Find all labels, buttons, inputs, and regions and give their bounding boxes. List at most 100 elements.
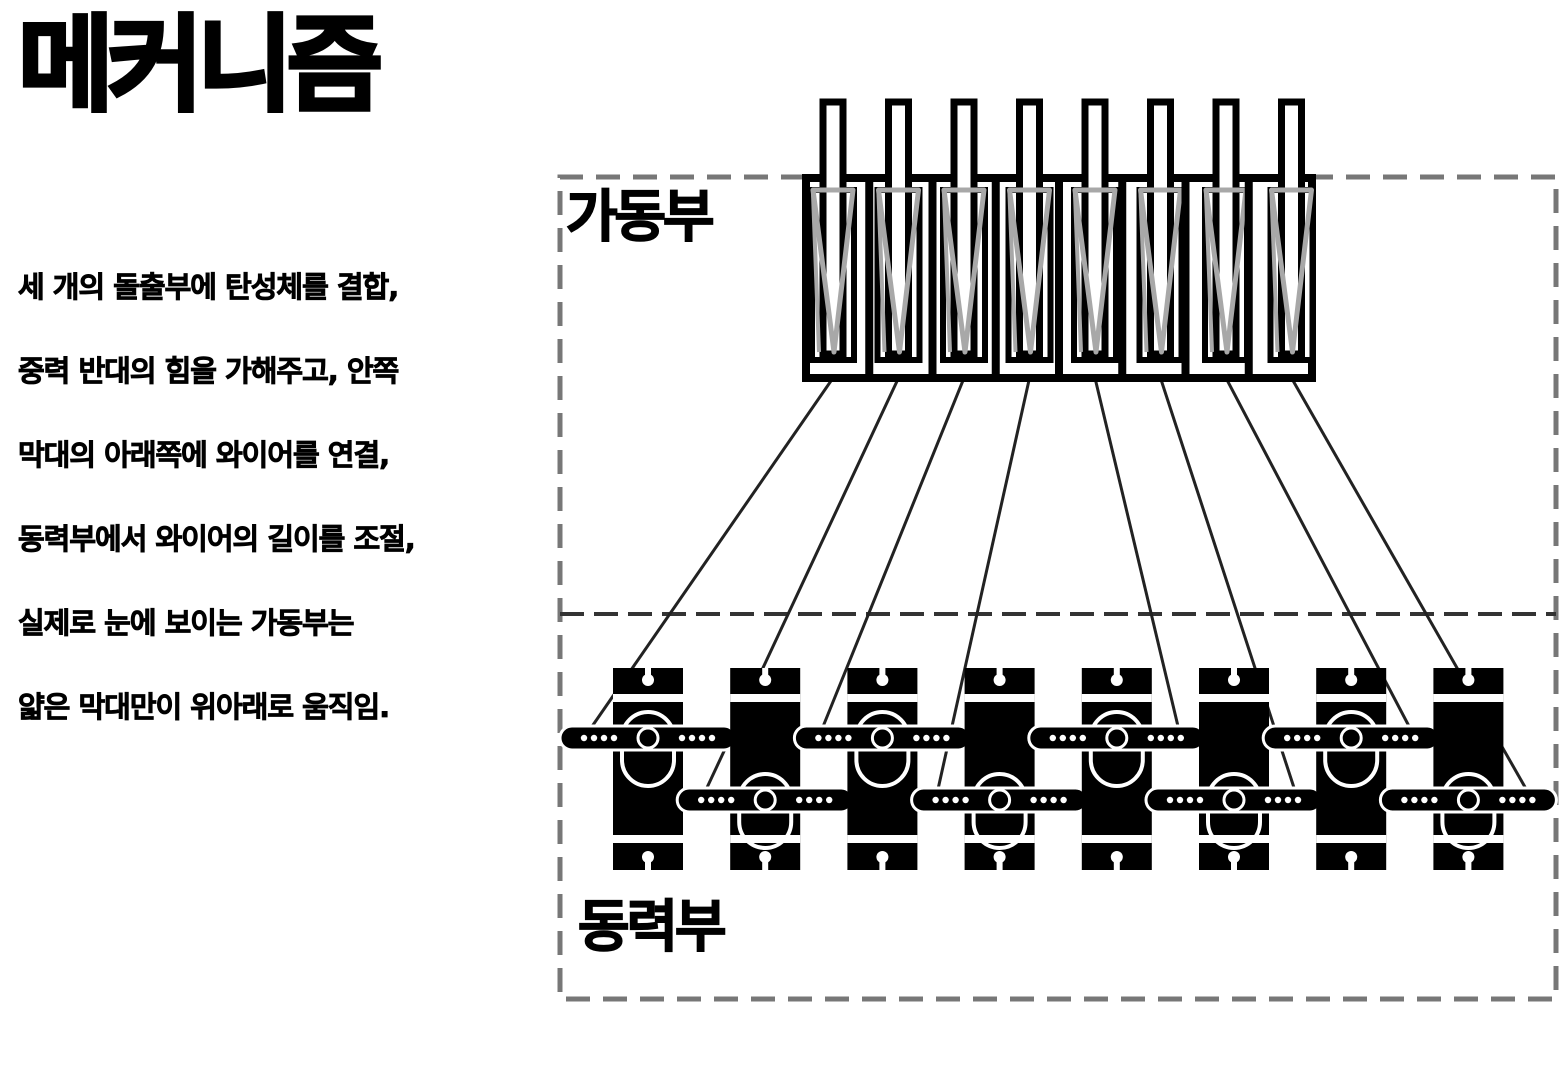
wire: [1093, 377, 1183, 739]
horn-hole: [1411, 796, 1418, 804]
mount-slot: [762, 668, 769, 680]
description-line: 동력부에서 와이어의 길이를 조절,: [18, 522, 417, 557]
horn-hole: [728, 796, 735, 804]
description-list: 세 개의 돌출부에 탄성체를 결합, 중력 반대의 힘을 가해주고, 안쪽 막대…: [18, 262, 417, 766]
horn-hole: [962, 796, 969, 804]
horn-hole: [1157, 734, 1165, 742]
mount-slot: [1231, 857, 1237, 870]
horn-hub: [1222, 788, 1246, 812]
horn-hole: [923, 734, 930, 742]
mount-slot: [996, 857, 1003, 870]
servo-gear-outline: [737, 772, 794, 850]
servo-flange: [964, 694, 1035, 702]
elastic-band: [1203, 187, 1249, 355]
horn-hole: [718, 796, 725, 804]
servo-row: [558, 668, 1558, 870]
mount-slot: [1113, 668, 1120, 680]
servo-unit: [1378, 668, 1558, 870]
servo-gear-outline: [971, 772, 1028, 850]
elastic-side: [1007, 193, 1018, 353]
servo-flange: [1433, 694, 1504, 702]
servo-gear-outline: [1323, 710, 1380, 788]
servo-flange: [1081, 835, 1152, 843]
servo-unit: [558, 668, 738, 870]
horn-hole: [1421, 796, 1428, 804]
horn-hole: [1529, 796, 1536, 804]
horn-hole: [835, 734, 842, 742]
horn-hole: [678, 734, 686, 742]
horn-hole: [1196, 796, 1204, 804]
horn-hole: [1412, 734, 1419, 742]
servo-flange: [964, 835, 1035, 843]
horn-hub: [1339, 726, 1363, 750]
horn-hole: [698, 734, 706, 742]
elastic-side: [1204, 193, 1214, 353]
horn-hole: [1499, 796, 1506, 804]
servo-flange: [1199, 694, 1269, 702]
servo-gear-outline: [1088, 710, 1145, 788]
mount-slot: [762, 857, 769, 870]
horn-hub: [1456, 788, 1480, 812]
servo-flange: [613, 694, 683, 702]
servo-flange: [1316, 694, 1387, 702]
elastic-band: [941, 187, 987, 355]
servo-gear-outline: [1440, 772, 1497, 850]
rod-unit: [928, 98, 988, 378]
horn-hole: [1147, 734, 1155, 742]
servo-flange: [1316, 835, 1387, 843]
servo-gear-outline: [1206, 772, 1262, 850]
description-line: 막대의 아래쪽에 와이어를 연결,: [18, 438, 391, 473]
horn-hole: [1402, 734, 1409, 742]
mount-slot: [879, 668, 886, 680]
mount-slot: [1465, 857, 1472, 870]
horn-hole: [826, 796, 833, 804]
elastic-side: [1138, 193, 1149, 353]
horn-hole: [1294, 796, 1302, 804]
horn-hole: [688, 734, 696, 742]
horn-hole: [952, 796, 959, 804]
horn-hole: [913, 734, 920, 742]
servo-unit: [910, 668, 1090, 870]
rod-unit: [1055, 98, 1119, 378]
servo-flange: [1199, 835, 1269, 843]
horn-hole: [1304, 734, 1311, 742]
elastic-band: [876, 187, 921, 355]
horn-hole: [1069, 734, 1077, 742]
elastic-side: [876, 193, 887, 353]
mount-slot: [645, 668, 651, 680]
elastic-band: [1269, 187, 1314, 355]
servo-flange: [1433, 835, 1504, 843]
horn-hole: [1284, 734, 1291, 742]
horn-hole: [1040, 796, 1047, 804]
servo-flange: [1081, 694, 1152, 702]
mount-slot: [1113, 857, 1120, 870]
horn-hole: [796, 796, 803, 804]
movable-part-label: 가동부: [566, 185, 713, 250]
servo-unit: [675, 668, 855, 870]
horn-hole: [1186, 796, 1194, 804]
horn-hole: [1167, 734, 1175, 742]
horn-hole: [1274, 796, 1282, 804]
horn-hole: [815, 734, 822, 742]
horn-hole: [1264, 796, 1272, 804]
servo-unit: [1261, 668, 1441, 870]
mount-slot: [1465, 668, 1472, 680]
elastic-band: [1072, 187, 1118, 355]
horn-hole: [1166, 796, 1174, 804]
power-part-label: 동력부: [578, 895, 725, 960]
description-line: 세 개의 돌출부에 탄성체를 결합,: [18, 270, 400, 305]
description-line: 얇은 막대만이 위아래로 움직임.: [18, 690, 391, 725]
horn-hole: [1060, 796, 1067, 804]
servo-gear-outline: [620, 710, 676, 788]
servo-flange: [847, 694, 918, 702]
horn-hole: [1049, 734, 1057, 742]
mount-slot: [1348, 857, 1355, 870]
horn-hole: [825, 734, 832, 742]
horn-hub: [636, 726, 660, 750]
elastic-side: [811, 193, 821, 353]
horn-hub: [753, 788, 777, 812]
horn-hole: [580, 734, 588, 742]
mount-slot: [1231, 668, 1237, 680]
horn-hub: [870, 726, 894, 750]
horn-hole: [708, 734, 716, 742]
